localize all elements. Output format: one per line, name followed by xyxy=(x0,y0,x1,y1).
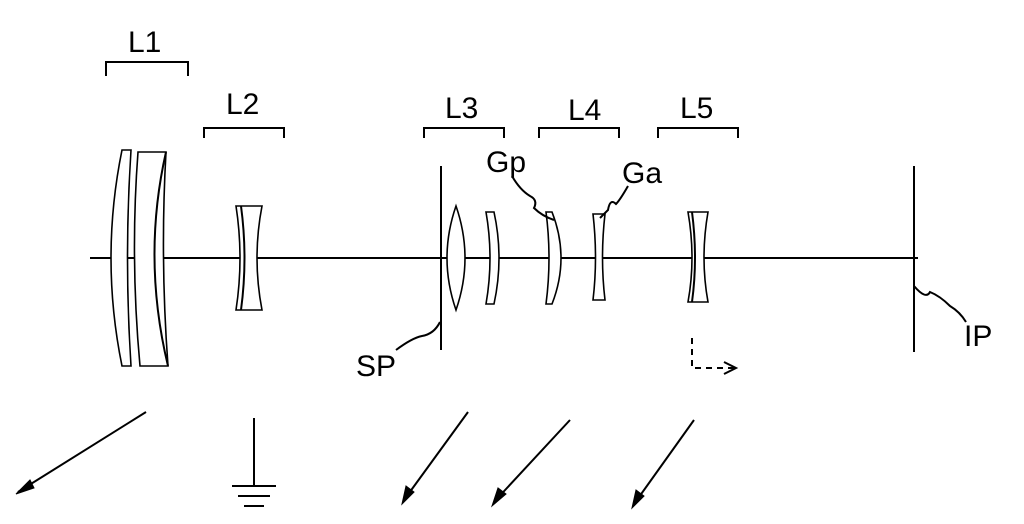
label-gp: Gp xyxy=(486,146,526,179)
movement-arrow-l4 xyxy=(490,419,571,508)
focus-move-dashed-arrow xyxy=(691,338,734,369)
lens-l2 xyxy=(235,205,263,311)
label-l4: L4 xyxy=(568,94,601,127)
lens-l5 xyxy=(687,211,709,303)
fixed-ground-symbol-l2 xyxy=(232,418,276,507)
lens-l5-inner xyxy=(691,211,696,303)
label-sp: SP xyxy=(356,350,396,383)
lens-ga xyxy=(592,213,606,301)
leader-gp xyxy=(511,175,555,221)
movement-arrow-l3 xyxy=(401,411,469,506)
bracket-l2 xyxy=(203,127,285,138)
lens-l1-b xyxy=(133,151,169,367)
bracket-l4 xyxy=(538,127,620,138)
lens-l1-b-inner xyxy=(153,151,169,367)
label-ip: IP xyxy=(964,320,992,353)
lens-l1-a xyxy=(110,149,132,367)
lens-gp xyxy=(545,211,562,305)
leader-sp xyxy=(395,321,441,351)
label-l3: L3 xyxy=(445,92,478,125)
label-l1: L1 xyxy=(128,26,161,59)
bracket-l3 xyxy=(423,127,505,138)
label-l2: L2 xyxy=(226,88,259,121)
bracket-l5 xyxy=(657,127,739,138)
lens-l2-inner xyxy=(240,205,246,311)
focus-move-arrowhead xyxy=(723,361,739,375)
lens-l3-b xyxy=(485,211,500,305)
label-ga: Ga xyxy=(622,157,662,190)
leader-ip xyxy=(913,285,967,323)
movement-arrow-l5 xyxy=(631,419,695,510)
leader-ga xyxy=(599,185,629,219)
label-l5: L5 xyxy=(680,92,713,125)
movement-arrow-l1 xyxy=(15,411,147,495)
lens-l3-a xyxy=(446,203,466,313)
bracket-l1 xyxy=(105,61,189,76)
